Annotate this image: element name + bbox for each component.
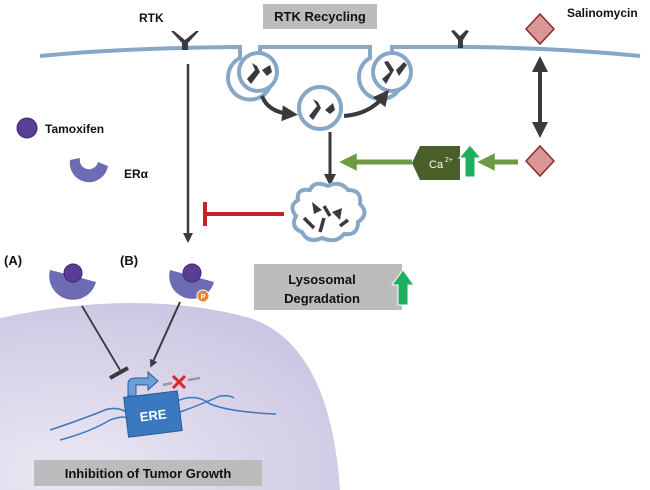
calcium-box (412, 146, 460, 180)
lysosomal-up-arrow-icon (391, 269, 415, 306)
salinomycin-label: Salinomycin (567, 6, 638, 20)
rtk-receptor-right-icon (451, 30, 469, 48)
complex-a-inhibit-bar (109, 366, 129, 380)
panel-a-label: (A) (4, 253, 22, 268)
panel-b-label: (B) (120, 253, 138, 268)
inhibition-box (34, 460, 262, 486)
transcription-arrow-icon (127, 370, 159, 397)
ere-label: ERE (139, 406, 168, 424)
complex-b-activate-arrow (150, 301, 181, 368)
rtk-recycling-box (263, 4, 377, 29)
rtk-label: RTK (139, 11, 164, 25)
rtk-recycling-label: RTK Recycling (274, 9, 366, 24)
lysosomal-label-line1: Lysosomal (288, 272, 355, 287)
era-legend-icon (69, 158, 108, 183)
calcium-charge: 2+ (445, 157, 453, 164)
internalized-receptors-icon (247, 61, 407, 120)
lysosomal-degradation-box (254, 264, 402, 310)
phospho-label: P (201, 294, 206, 301)
recycling-arrow-1 (260, 95, 298, 122)
era-label: ERα (124, 167, 149, 181)
tamoxifen-a-icon (63, 263, 83, 283)
calcium-up-arrow-icon (457, 144, 483, 178)
tamoxifen-legend-icon (16, 117, 38, 139)
transcript-right (187, 376, 201, 382)
complex-a-inhibit-line (81, 305, 121, 371)
tamoxifen-b-icon (182, 263, 202, 283)
calcium-label: Ca (429, 159, 444, 171)
degraded-receptors-icon (302, 202, 350, 233)
salinomycin-diamond-bottom (524, 144, 556, 178)
recycling-arrow-2 (343, 89, 389, 118)
ere-box (123, 390, 183, 438)
blocked-x-icon (171, 374, 187, 390)
cell-membrane (39, 44, 641, 102)
salinomycin-diamond-top (524, 12, 556, 46)
rtk-receptor-icon (171, 31, 199, 50)
lysosomal-label-line2: Degradation (284, 291, 360, 306)
transcript-left (162, 381, 173, 387)
era-receptor-a-icon (49, 270, 96, 300)
phospho-icon (196, 289, 210, 303)
tamoxifen-label: Tamoxifen (45, 122, 104, 136)
inhibition-label: Inhibition of Tumor Growth (65, 466, 232, 481)
